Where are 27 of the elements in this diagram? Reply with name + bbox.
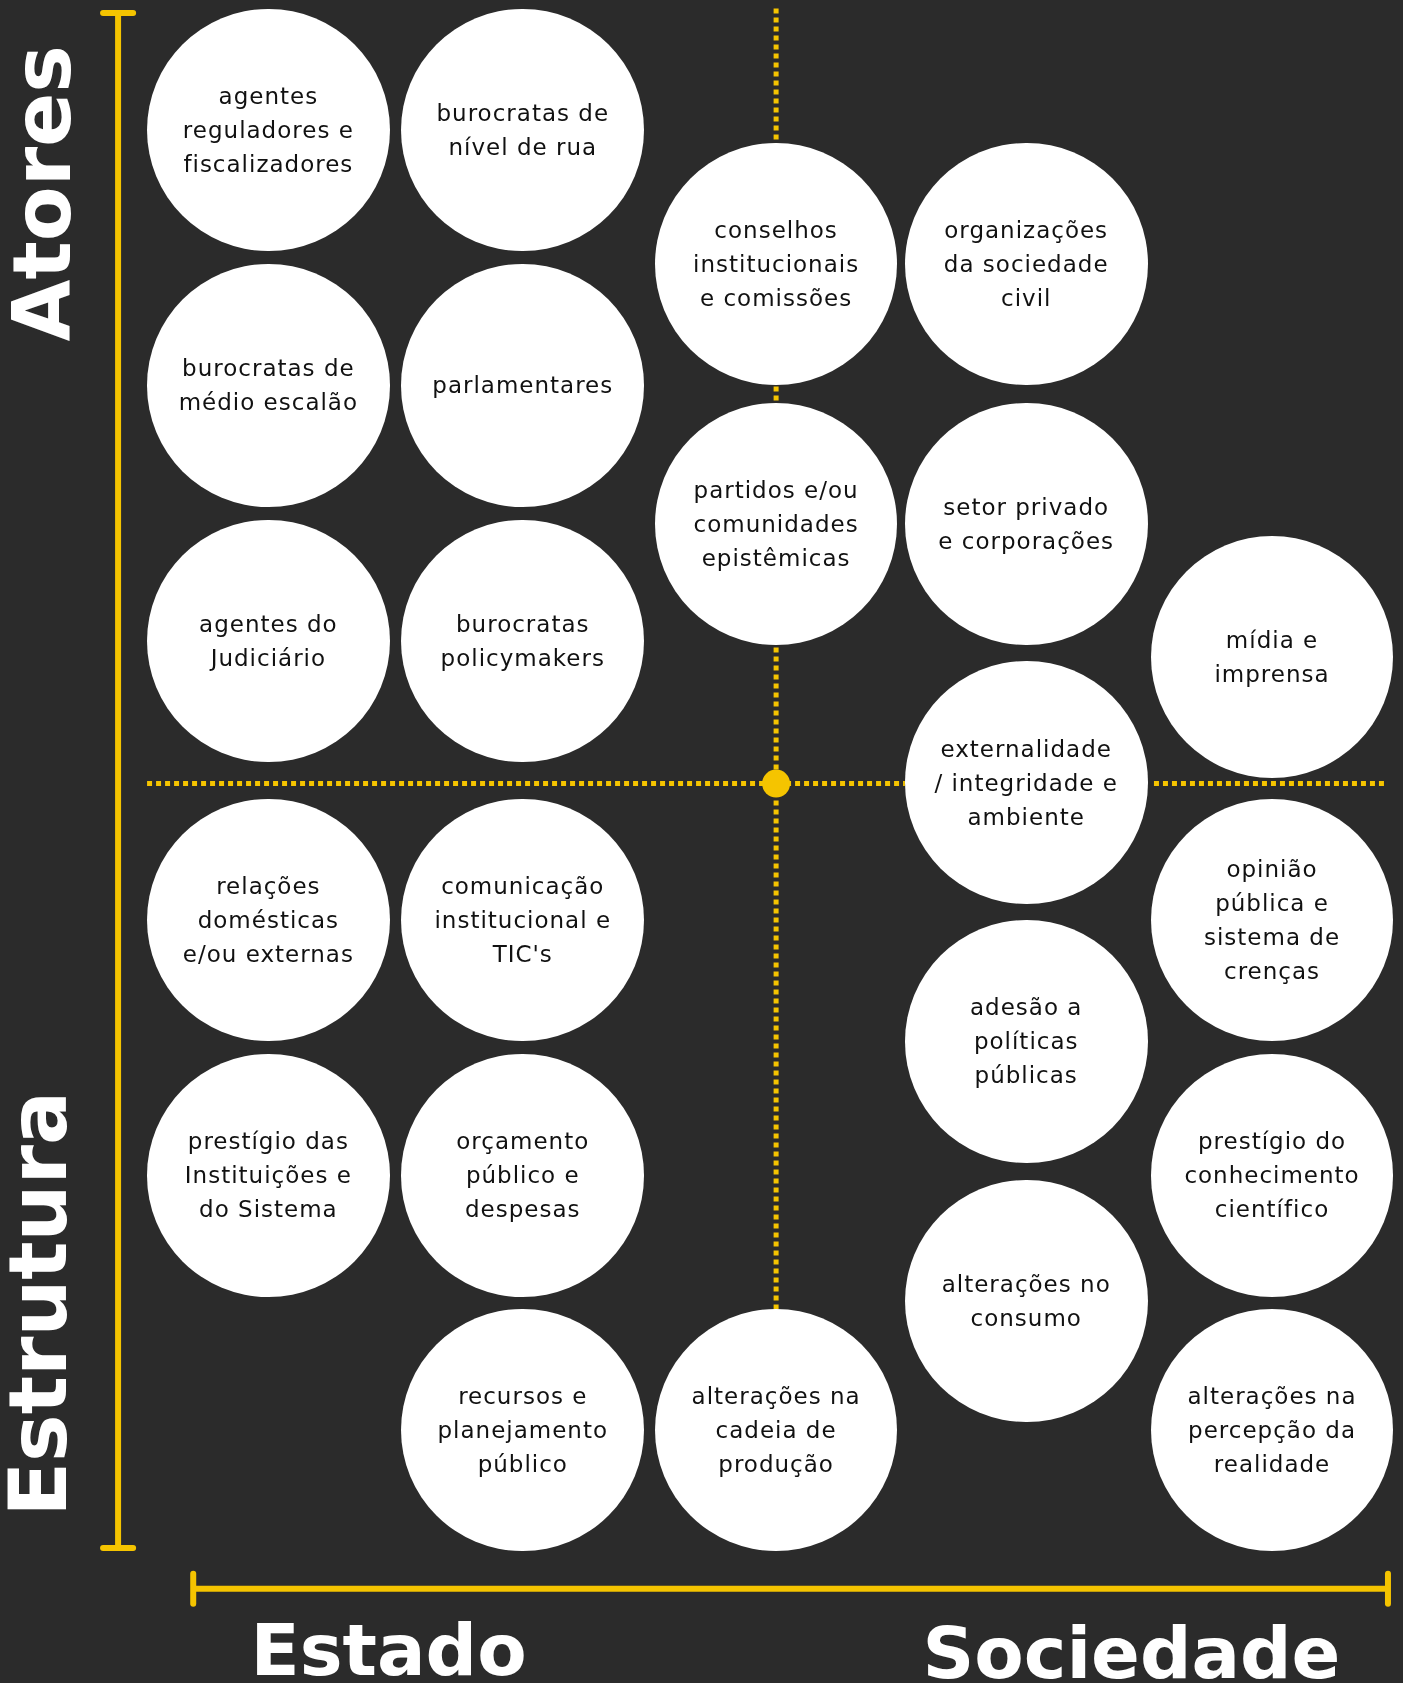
topic-text: agentes do Judiciário [198, 609, 339, 673]
topic-text: conselhos institucionais e comissões [692, 216, 861, 314]
topic-text: setor privado e corporações [937, 492, 1116, 556]
axis-title: Estado [250, 1613, 527, 1683]
topic-text: mídia e imprensa [1213, 625, 1331, 689]
axis-title: Sociedade [922, 1617, 1341, 1683]
topic-text: prestígio das Instituições e do Sistema [183, 1127, 353, 1225]
axis-title: Estrutura [0, 1091, 79, 1517]
topic-text: agentes reguladores e fiscalizadores [181, 81, 355, 179]
topic-text: recursos e planejamento público [436, 1381, 610, 1479]
topic-text: comunicação institucional e TIC's [433, 871, 613, 969]
topic-text: burocratas de nível de rua [435, 98, 611, 162]
topic-text: organizações da sociedade civil [942, 216, 1110, 314]
axis-title: Atores [2, 45, 83, 342]
topic-text: relações domésticas e/ou externas [181, 871, 355, 969]
topic-text: orçamento público e despesas [455, 1127, 591, 1225]
topic-text: externalidade / integridade e ambiente [933, 734, 1119, 832]
topic-text: partidos e/ou comunidades epistêmicas [692, 475, 860, 573]
topic-text: opinião pública e sistema de crenças [1203, 854, 1342, 986]
topic-text: prestígio do conhecimento científico [1183, 1127, 1361, 1225]
topic-text: adesão a políticas públicas [969, 993, 1084, 1091]
topic-text: alterações na percepção da realidade [1186, 1381, 1358, 1479]
topic-text: burocratas policymakers [439, 609, 606, 673]
topic-text: burocratas de médio escalão [177, 354, 360, 418]
topic-text: alterações no consumo [940, 1270, 1112, 1333]
topic-text: alterações na cadeia de produção [690, 1381, 862, 1479]
topic-text: parlamentares [432, 371, 614, 401]
